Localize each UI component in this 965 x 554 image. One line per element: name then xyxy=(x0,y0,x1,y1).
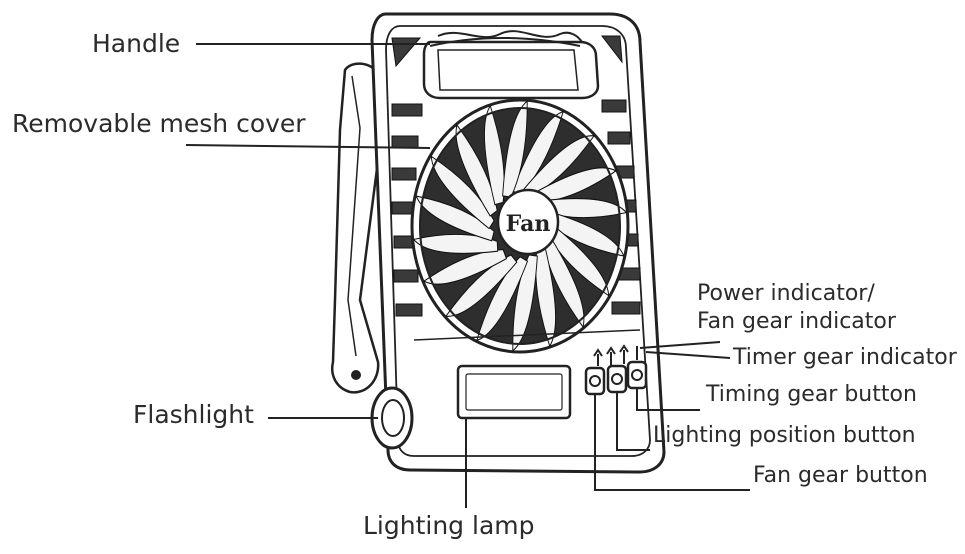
lighting-lamp-panel xyxy=(456,364,572,420)
fan-blade xyxy=(502,100,528,198)
leader-fan-gear xyxy=(594,394,750,491)
label-lighting-position-button: Lighting position button xyxy=(653,423,916,448)
label-removable-mesh-cover: Removable mesh cover xyxy=(12,109,306,138)
fan-grille: Fan xyxy=(410,98,630,354)
label-handle: Handle xyxy=(92,29,181,58)
fan-hub-label: Fan xyxy=(506,211,551,237)
leader-timer-indicator xyxy=(645,351,731,359)
fan-hub xyxy=(496,188,560,256)
label-fan-gear-indicator: Fan gear indicator xyxy=(697,309,896,334)
leader-timing-button xyxy=(636,388,700,411)
lower-panel xyxy=(370,329,648,450)
label-flashlight: Flashlight xyxy=(133,400,254,429)
leader-lines xyxy=(185,43,750,508)
label-fan-gear-button: Fan gear button xyxy=(753,463,928,488)
leader-mesh-cover xyxy=(185,144,431,149)
indicator-leds xyxy=(593,344,638,366)
label-lighting-lamp: Lighting lamp xyxy=(363,511,535,540)
stand-leg xyxy=(331,62,384,394)
label-timer-gear-indicator: Timer gear indicator xyxy=(733,345,957,370)
label-power-indicator: Power indicator/ xyxy=(697,281,875,306)
flashlight-lens xyxy=(370,386,414,450)
label-timing-gear-button: Timing gear button xyxy=(706,382,917,407)
fan-blades xyxy=(412,100,628,352)
leader-lighting-position xyxy=(616,392,650,451)
leader-power-indicator xyxy=(639,341,721,349)
